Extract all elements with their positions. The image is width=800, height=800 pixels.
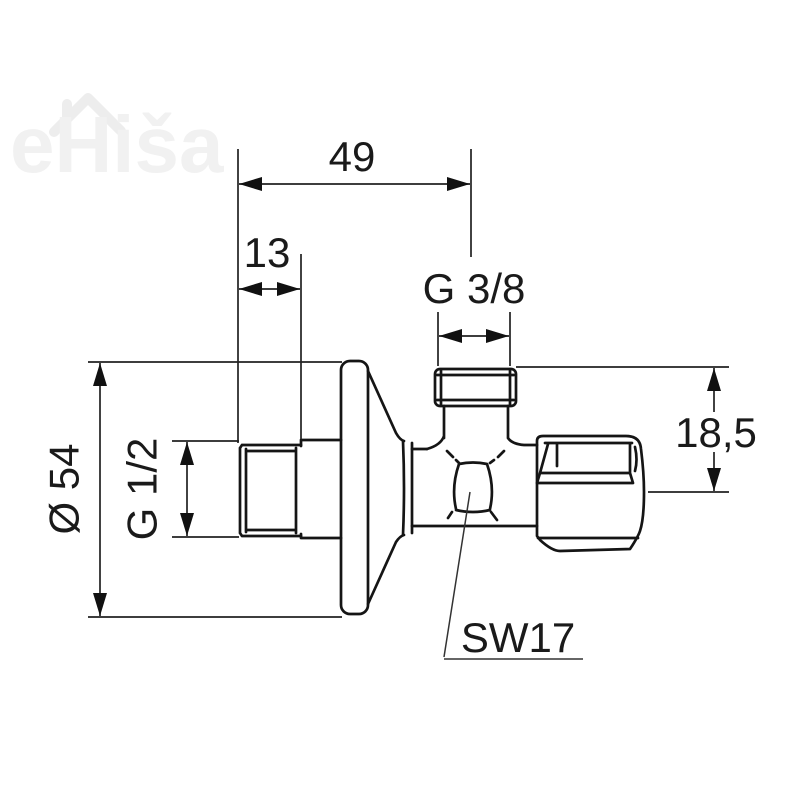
- arrow-right-icon: [447, 177, 470, 191]
- arrow-up-icon: [707, 368, 721, 391]
- dim-outlet-offset-label: 18,5: [675, 409, 757, 456]
- dimension-lines-185: [516, 366, 729, 493]
- dim-top-thread-label: G 3/8: [423, 265, 526, 312]
- dimension-lines-13: [239, 254, 302, 439]
- dim-overall-width-label: 49: [329, 133, 376, 180]
- watermark-text: eHiša: [10, 100, 224, 189]
- arrow-right-icon: [486, 329, 509, 343]
- arrow-left-icon: [239, 282, 262, 296]
- dimension-lines-d54: [88, 361, 342, 618]
- valve-body-cylinder: [410, 447, 539, 528]
- dimension-lines-g38: [437, 312, 511, 366]
- dimension-lines-g12: [172, 440, 239, 538]
- top-port-collar-thread-lines: [435, 368, 516, 407]
- inlet-thread-port: [238, 443, 303, 538]
- conical-bell: [366, 369, 414, 606]
- dimension-overall-width: 49: [237, 133, 472, 443]
- hex-size-label: SW17: [461, 614, 575, 661]
- dimension-rosette-diameter: Ø 54: [41, 361, 342, 618]
- top-port-collar: [433, 367, 518, 408]
- arrow-up-icon: [180, 442, 194, 465]
- dim-inlet-thread-label: G 1/2: [119, 438, 166, 541]
- dim-inlet-offset-label: 13: [244, 229, 291, 276]
- outlet-nut-details: [535, 441, 640, 540]
- arrow-left-icon: [239, 177, 262, 191]
- arrow-up-icon: [93, 363, 107, 386]
- hex-waist-sw17: [445, 449, 506, 522]
- arrow-down-icon: [707, 468, 721, 491]
- dimension-inlet-thread: G 1/2: [119, 438, 239, 541]
- inlet-neck: [299, 438, 343, 540]
- arrow-left-icon: [439, 329, 462, 343]
- valve-body-outline: [238, 359, 646, 616]
- leader-line: [443, 491, 583, 660]
- arrow-down-icon: [93, 593, 107, 616]
- arrow-right-icon: [277, 282, 300, 296]
- wall-rosette-flange: [339, 359, 370, 616]
- watermark: eHiša: [10, 93, 224, 189]
- top-port-neck: [425, 404, 539, 451]
- dim-rosette-diameter-label: Ø 54: [41, 443, 88, 534]
- dimension-lines-49: [237, 149, 472, 443]
- dimension-outlet-offset: 18,5: [516, 366, 757, 493]
- hex-size-callout: SW17: [443, 491, 583, 661]
- dimension-top-thread: G 3/8: [423, 265, 526, 366]
- arrow-down-icon: [180, 513, 194, 536]
- outlet-nut-outline: [535, 434, 646, 553]
- dimension-inlet-offset: 13: [239, 229, 302, 439]
